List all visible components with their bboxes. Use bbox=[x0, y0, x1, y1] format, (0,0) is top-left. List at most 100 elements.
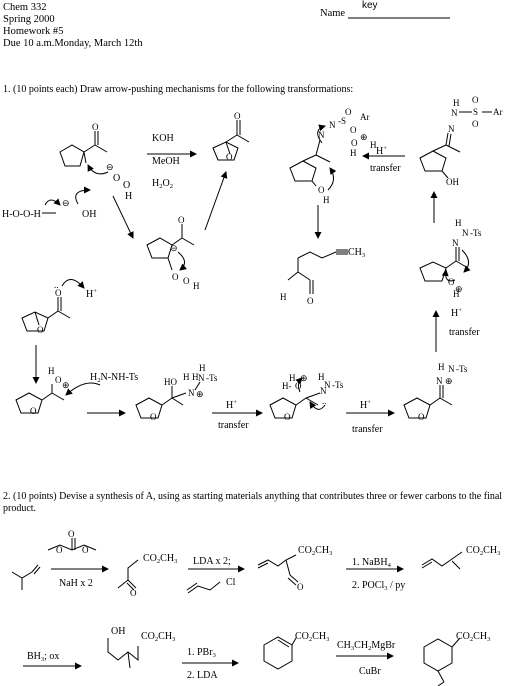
svg-text:O: O bbox=[82, 545, 89, 555]
svg-text:O: O bbox=[130, 588, 137, 598]
svg-text:H: H bbox=[183, 372, 190, 382]
ester-label-2: CO2CH3 bbox=[298, 545, 333, 557]
svg-text:O: O bbox=[318, 185, 325, 195]
hydroperoxide-left: H-O-O-H bbox=[2, 209, 41, 220]
step5-reagent-1: 1. PBr3 bbox=[187, 647, 216, 659]
svg-text:O: O bbox=[226, 152, 233, 162]
svg-text:N: N bbox=[448, 364, 455, 374]
proton-label-3: H+ bbox=[360, 399, 371, 411]
svg-text:H: H bbox=[289, 373, 296, 383]
svg-text:N: N bbox=[198, 373, 205, 383]
hydroperoxide-bonded-o2: O bbox=[123, 180, 131, 191]
methyl-label: CH3 bbox=[348, 247, 366, 259]
svg-text:N: N bbox=[452, 238, 459, 248]
product-a bbox=[423, 637, 461, 686]
svg-text:⊕: ⊕ bbox=[360, 132, 368, 142]
arrow-protonate bbox=[61, 279, 85, 289]
acetone-structure bbox=[11, 564, 41, 590]
svg-text:H: H bbox=[192, 372, 199, 382]
svg-text:O: O bbox=[472, 95, 479, 105]
svg-text:H: H bbox=[199, 363, 206, 373]
protonated-ketone: H O ⊕ O bbox=[15, 366, 101, 416]
svg-text:O: O bbox=[183, 276, 190, 286]
svg-text:O: O bbox=[448, 277, 455, 287]
ketoester-1: O bbox=[117, 559, 139, 598]
svg-text:-S: -S bbox=[338, 116, 346, 126]
ester-label-1: CO2CH3 bbox=[143, 553, 178, 565]
step1-reagent: NaH x 2 bbox=[59, 578, 93, 589]
svg-text:O: O bbox=[284, 412, 291, 422]
svg-text:O: O bbox=[234, 111, 241, 121]
svg-text:H: H bbox=[193, 281, 200, 291]
step3-reagent-2: 2. POCl3 / py bbox=[352, 580, 406, 592]
hydroxy-ester bbox=[107, 638, 139, 669]
reagent-h2o2-text: H2O2 bbox=[152, 178, 173, 190]
alkynal-product: H O bbox=[280, 249, 348, 306]
svg-text:N: N bbox=[448, 124, 455, 134]
allyl-chloride bbox=[186, 581, 221, 594]
dimethylcarbonate: O O O bbox=[47, 529, 97, 555]
arrow-enolate-to-epoxide bbox=[204, 171, 228, 231]
svg-text:O: O bbox=[55, 288, 62, 298]
homework-label: Homework #5 bbox=[3, 26, 64, 37]
svg-text:H: H bbox=[280, 292, 287, 302]
svg-text:N: N bbox=[320, 386, 327, 396]
epoxyketone-start: O O .. bbox=[21, 279, 85, 335]
ester-label-4: CO2CH3 bbox=[141, 631, 176, 643]
svg-text:O: O bbox=[37, 325, 44, 335]
cyclohexene-ester bbox=[263, 636, 297, 670]
ester-label-5: CO2CH3 bbox=[295, 631, 330, 643]
transfer-label-5: transfer bbox=[370, 163, 401, 174]
svg-text:O: O bbox=[56, 545, 63, 555]
svg-text:O: O bbox=[418, 412, 425, 422]
hydroxide-label: OH bbox=[82, 209, 97, 220]
step2-reagent: LDA x 2; bbox=[193, 556, 231, 567]
svg-text:O: O bbox=[55, 375, 62, 385]
transfer-label-3: transfer bbox=[352, 424, 383, 435]
chloride-label: Cl bbox=[226, 577, 236, 588]
hydroxyl-label: OH bbox=[111, 626, 126, 637]
svg-text:N: N bbox=[329, 120, 336, 130]
svg-text:N: N bbox=[451, 108, 458, 118]
svg-text:H: H bbox=[453, 289, 460, 299]
svg-text:O: O bbox=[472, 119, 479, 129]
tetrahedral-2: H O H- ⊕ N .. H N -Ts O bbox=[269, 372, 344, 422]
svg-text:N: N bbox=[324, 380, 331, 390]
step6-reagent-top: CH3CH2MgBr bbox=[337, 640, 396, 652]
proton-label-4: H+ bbox=[451, 307, 462, 319]
transfer-label-2: transfer bbox=[218, 420, 249, 431]
svg-text:-Ts: -Ts bbox=[206, 373, 218, 383]
enolate-intermediate: O ⊖ O O H bbox=[146, 215, 200, 291]
svg-text:H: H bbox=[318, 372, 325, 382]
svg-text:O: O bbox=[297, 582, 304, 592]
hydroperoxide-bonded-h: H bbox=[125, 191, 133, 202]
svg-text:H: H bbox=[438, 362, 445, 372]
proton-label-5: H+ bbox=[376, 145, 387, 157]
term-label: Spring 2000 bbox=[3, 14, 55, 25]
svg-text:O: O bbox=[350, 125, 357, 135]
svg-text:-Ts: -Ts bbox=[456, 364, 468, 374]
diazene-protonated: N N -S O O Ar O ⊕ H H O H bbox=[289, 107, 377, 205]
step4-reagent: BH3; ox bbox=[27, 651, 60, 663]
svg-text:O: O bbox=[345, 107, 352, 117]
svg-text:⊕: ⊕ bbox=[300, 373, 308, 383]
proton-label-2: H+ bbox=[226, 399, 237, 411]
ketoester-2: O bbox=[257, 554, 304, 592]
diazene-allylic-alcohol: N N H S O O Ar OH bbox=[419, 95, 503, 187]
svg-text:N: N bbox=[188, 388, 195, 398]
svg-text:..: .. bbox=[322, 396, 327, 406]
reagent-meoh: MeOH bbox=[152, 156, 180, 167]
svg-text:Ar: Ar bbox=[360, 112, 370, 122]
due-label: Due 10 a.m.Monday, March 12th bbox=[3, 38, 143, 49]
arrow-to-enolate bbox=[112, 195, 134, 239]
svg-text:N: N bbox=[436, 376, 443, 386]
hydrazone-protonated: N H N -Ts O ⊕ H bbox=[419, 218, 482, 299]
svg-text:⊕: ⊕ bbox=[62, 380, 70, 390]
svg-text:S: S bbox=[473, 107, 478, 117]
svg-text:⊖: ⊖ bbox=[170, 243, 178, 253]
svg-text:⊕: ⊕ bbox=[445, 376, 453, 386]
step5-reagent-2: 2. LDA bbox=[187, 670, 218, 681]
svg-text:O: O bbox=[68, 529, 75, 539]
hydroperoxide-bonded: O bbox=[113, 173, 121, 184]
question-1-text: 1. (10 points each) Draw arrow-pushing m… bbox=[3, 84, 354, 95]
